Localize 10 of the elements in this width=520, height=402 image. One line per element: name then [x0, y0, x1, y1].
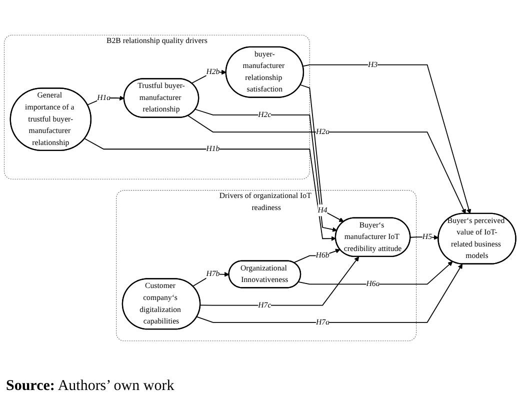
arrow [300, 84, 344, 222]
arrow [188, 115, 466, 214]
source-caption: Source: Authors’ own work [6, 378, 174, 395]
arrow [302, 64, 472, 214]
arrow [200, 256, 360, 306]
arrow [84, 138, 336, 242]
arrow [298, 261, 453, 285]
arrow [196, 264, 463, 323]
arrow [194, 108, 338, 232]
arrow [293, 248, 340, 264]
